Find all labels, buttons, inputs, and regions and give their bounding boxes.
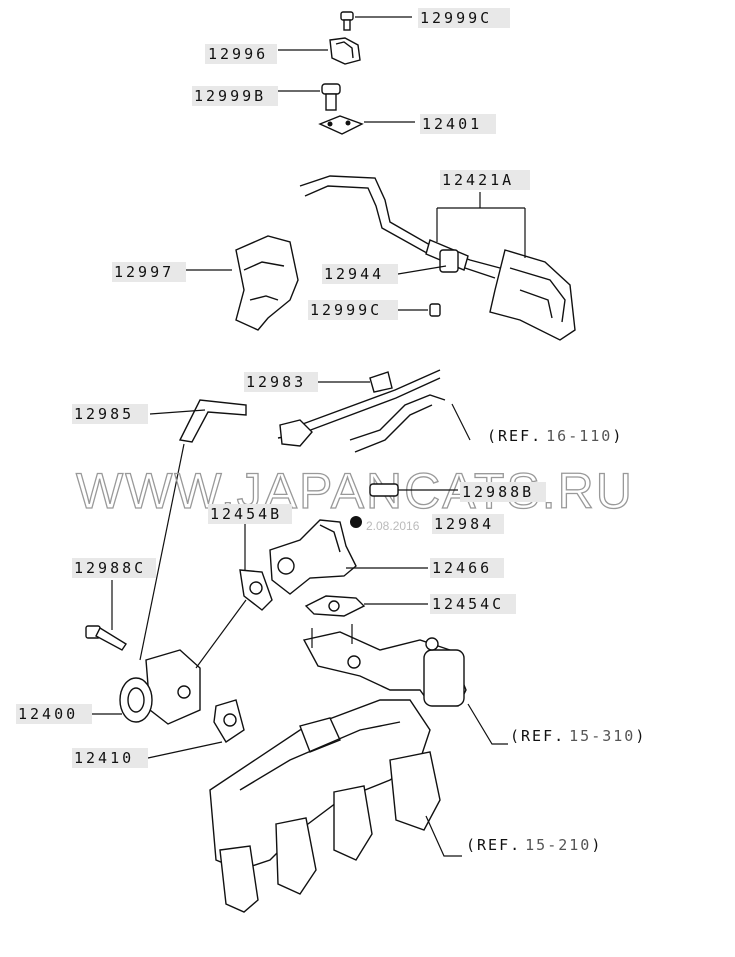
part-label-12985[interactable]: 12985 [74, 405, 134, 423]
vacuum-pipe-assembly-12421a [299, 175, 576, 341]
label-bg [72, 748, 148, 768]
label-bg [430, 594, 516, 614]
manifold-lower [209, 699, 441, 913]
hose-12985 [139, 399, 247, 661]
pipe-ref-16-110 [349, 394, 471, 453]
part-label-12410[interactable]: 12410 [74, 749, 134, 767]
gasket-12454c [304, 595, 428, 617]
label-bg [418, 8, 510, 28]
label-bg [322, 264, 398, 284]
ref-number[interactable]: 15-210 [525, 836, 591, 854]
gasket-12454b [239, 520, 273, 611]
part-label-12944[interactable]: 12944 [324, 265, 384, 283]
ref-prefix: (REF. [466, 836, 521, 854]
part-label-12400[interactable]: 12400 [18, 705, 78, 723]
part-label-12999c-mid[interactable]: 12999C [310, 301, 382, 319]
ref-prefix: (REF. [487, 427, 542, 445]
bolt-12988c [85, 580, 127, 651]
label-bg [440, 170, 530, 190]
ref-label-16-110: (REF.16-110) [487, 427, 623, 445]
nut-12984 [350, 516, 362, 528]
ref-leader-15-310 [467, 703, 508, 745]
egr-valve-12400 [92, 599, 247, 725]
label-bg [432, 514, 504, 534]
egr-pipe-12466 [269, 519, 428, 595]
part-label-12997[interactable]: 12997 [114, 263, 174, 281]
nut-plate-12401 [318, 115, 415, 135]
part-label-12401[interactable]: 12401 [422, 115, 482, 133]
pipe-12983 [277, 369, 441, 447]
date-stamp: 2.08.2016 [366, 519, 420, 533]
ref-label-15-310: (REF.15-310) [510, 727, 646, 745]
label-bg [112, 262, 186, 282]
label-bg [192, 86, 278, 106]
part-label-12454c[interactable]: 12454C [432, 595, 504, 613]
bolt-12988b [369, 483, 458, 497]
label-bg [16, 704, 92, 724]
clamp-12996 [278, 37, 361, 65]
clamp-12944 [397, 265, 447, 275]
ref-number[interactable]: 16-110 [546, 427, 612, 445]
label-bg [308, 300, 398, 320]
part-label-12999c-top[interactable]: 12999C [420, 9, 492, 27]
part-label-12999b[interactable]: 12999B [194, 87, 266, 105]
ref-prefix: (REF. [510, 727, 565, 745]
watermark-text: WWW.JAPANCATS.RU [76, 463, 634, 519]
label-bg [72, 404, 148, 424]
label-bg [208, 504, 292, 524]
ref-label-15-210: (REF.15-210) [466, 836, 602, 854]
ref-suffix: ) [635, 727, 646, 745]
part-label-12466[interactable]: 12466 [432, 559, 492, 577]
part-label-12983[interactable]: 12983 [246, 373, 306, 391]
label-bg [420, 114, 496, 134]
part-label-12988b[interactable]: 12988B [462, 483, 534, 501]
ref-number[interactable]: 15-310 [569, 727, 635, 745]
part-label-12421a[interactable]: 12421A [442, 171, 514, 189]
label-bg [72, 558, 156, 578]
bolt-12999c-mid [398, 303, 441, 317]
label-bg [430, 558, 504, 578]
part-label-12984[interactable]: 12984 [434, 515, 494, 533]
label-bg [460, 482, 546, 502]
label-bg [205, 44, 277, 64]
manifold-upper [302, 624, 467, 707]
gasket-12410 [147, 699, 245, 759]
ref-leader-15-210 [425, 815, 462, 857]
label-bg [244, 372, 318, 392]
bolt-12999c-top [340, 11, 412, 31]
part-label-12454b[interactable]: 12454B [210, 505, 282, 523]
protector-12997 [185, 235, 299, 331]
bolt-12999b [278, 83, 341, 111]
part-label-12988c[interactable]: 12988C [74, 559, 146, 577]
part-label-12996[interactable]: 12996 [208, 45, 268, 63]
ref-suffix: ) [612, 427, 623, 445]
ref-suffix: ) [591, 836, 602, 854]
